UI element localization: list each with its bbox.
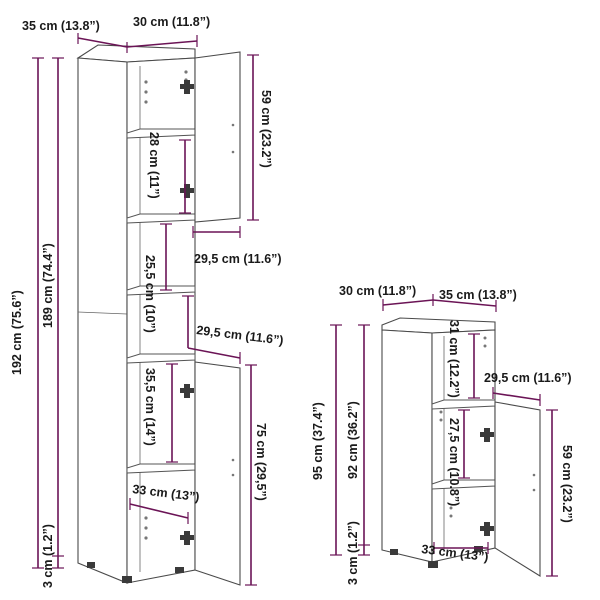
- tall-cabinet-side-panel: [77, 57, 128, 584]
- tall-dimension-lines: [32, 33, 259, 586]
- shelf-4: [126, 353, 196, 364]
- lower-shelf-gap-label: 35,5 cm (14”): [143, 368, 157, 446]
- small-shelf-gap-label: 27,5 cm (10.8”): [447, 418, 461, 506]
- tall-total-height-label: 192 cm (75.6”): [10, 290, 24, 375]
- small-shelf-pin-holes: [439, 336, 487, 518]
- tall-body-height-label: 189 cm (74.4”): [41, 243, 55, 328]
- tall-width-label: 30 cm (11.8”): [133, 15, 210, 29]
- lower-hinge-top: [180, 384, 194, 398]
- small-foot-left: [390, 549, 398, 555]
- side-panel-seam: [77, 311, 128, 315]
- tall-feet-height-label: 3 cm (1.2”): [41, 524, 55, 588]
- small-feet-height-label: 3 cm (1.2”): [346, 521, 360, 585]
- tall-foot-middle: [122, 576, 132, 583]
- small-foot-middle: [428, 561, 438, 568]
- middle-inner-depth-label: 29,5 cm (11.6”): [196, 323, 285, 348]
- small-dimension-lines: [330, 294, 558, 577]
- small-body-height-label: 92 cm (36.2”): [346, 401, 360, 479]
- upper-door: [194, 51, 241, 223]
- small-hinge-top: [480, 428, 494, 442]
- middle-gap-label: 25,5 cm (10”): [143, 255, 157, 333]
- tall-cabinet: [76, 44, 241, 586]
- small-total-height-label: 95 cm (37.4”): [311, 402, 325, 480]
- lower-door: [194, 361, 241, 586]
- upper-shelf-gap-label: 28 cm (11”): [147, 132, 161, 199]
- small-depth-label: 35 cm (13.8”): [439, 288, 517, 302]
- small-door-height-label: 59 cm (23.2”): [560, 445, 574, 523]
- small-door: [494, 401, 541, 577]
- small-foot-right: [474, 546, 483, 552]
- tall-depth-label: 35 cm (13.8”): [22, 19, 100, 33]
- small-width-label: 30 cm (11.8”): [339, 284, 416, 298]
- upper-hinge-top: [180, 80, 194, 94]
- tall-foot-left: [87, 562, 95, 568]
- lower-door-height-label: 75 cm (29,5”): [254, 423, 268, 501]
- lower-hinge-bottom: [180, 531, 194, 545]
- small-inner-depth-label: 29,5 cm (11.6”): [484, 371, 572, 385]
- upper-hinge-bottom: [180, 184, 194, 198]
- upper-inner-depth-label: 29,5 cm (11.6”): [194, 252, 282, 266]
- upper-door-height-label: 59 cm (23.2”): [259, 90, 273, 168]
- tall-foot-right: [175, 567, 184, 573]
- small-top-gap-label: 31 cm (12.2”): [447, 320, 461, 398]
- small-cabinet-side-panel: [381, 329, 433, 563]
- small-hinge-bottom: [480, 522, 494, 536]
